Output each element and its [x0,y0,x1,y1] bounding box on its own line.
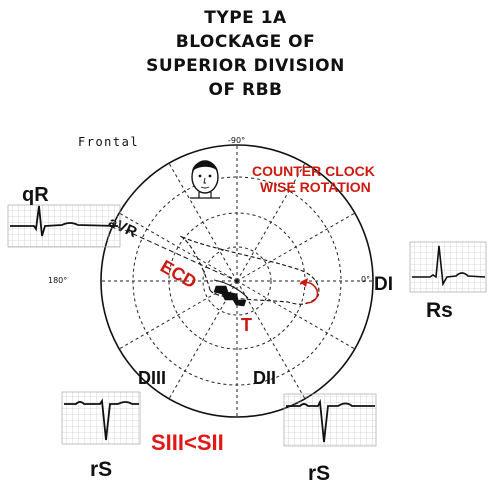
di-lead-label: DI [374,274,393,295]
angle-top-label: -90° [228,136,245,145]
t-label: T [241,315,252,335]
angle-right-label: 0° [361,275,370,284]
frontal-label: Frontal [78,135,139,149]
radial-line-210 [118,212,238,282]
diii-lead-label: DIII [138,368,166,388]
title-line-3: SUPERIOR DIVISION [146,56,345,76]
ecg-pattern-dii: rS [308,462,330,485]
rotation-label-line-1: COUNTER CLOCK [252,163,375,179]
title-line-2: BLOCKAGE OF [175,32,316,52]
angle-left-label: 180° [48,276,67,285]
radial-line-150 [118,280,238,350]
ecg-strip-avr [7,204,121,248]
radial-line-120 [168,280,238,400]
ecg-strip-di [409,241,487,293]
outer-circle [100,144,374,418]
ecg-pattern-avr: qR [22,184,49,206]
ring-1 [202,246,272,316]
radial-line-330 [236,212,356,282]
qrs-loop-path [179,235,320,305]
ecg-strip-dii [283,393,377,447]
radial-line-60 [236,280,306,400]
diagram-title: TYPE 1A BLOCKAGE OF SUPERIOR DIVISION OF… [0,6,491,102]
ecg-trace-di [412,245,486,287]
ecg-trace-avr [10,205,119,237]
t-loop-blob [213,285,247,307]
ecg-trace-diii [64,398,139,441]
radial-line-240 [168,162,238,282]
t-loop-path [213,279,249,299]
comparison-label: SIII<SII [151,430,224,455]
title-line-4: OF RBB [208,80,283,100]
avr-lead-line [117,226,238,282]
radial-line-30 [236,280,356,350]
ecg-pattern-diii: rS [90,458,112,481]
ventricular-loop [179,235,320,307]
rotation-arrowhead-icon [300,278,308,287]
title-line-1: TYPE 1A [204,8,287,28]
radial-line-300 [236,162,306,282]
dii-lead-label: DII [253,368,276,388]
ecg-trace-dii [286,398,375,443]
head-figure-icon [190,160,220,199]
rotation-label-line-2: WISE ROTATION [260,179,371,195]
ecg-pattern-di: Rs [426,299,453,322]
ecg-strip-diii [61,391,141,445]
